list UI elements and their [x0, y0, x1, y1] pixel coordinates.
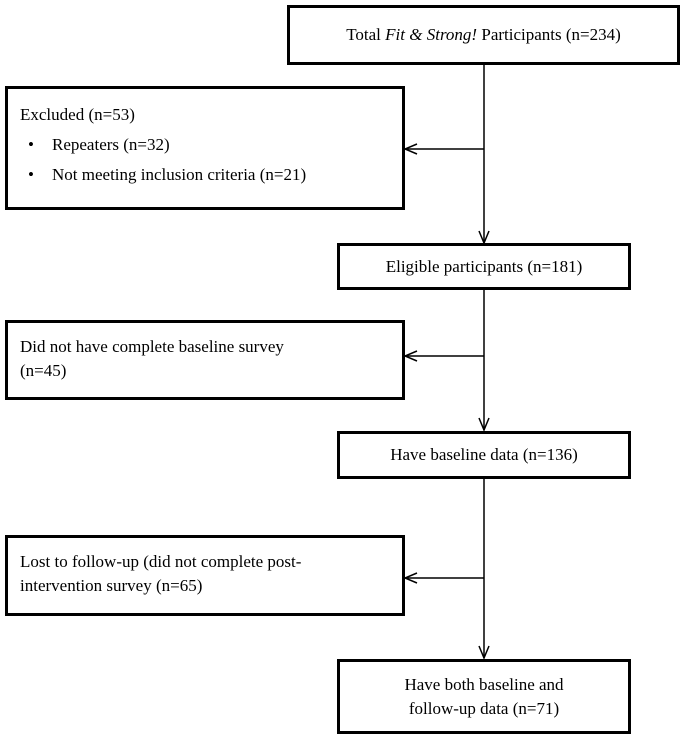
total-participants-box: Total Fit & Strong! Participants (n=234) [287, 5, 680, 65]
program-name: Fit & Strong! [385, 25, 478, 44]
baseline-label: Have baseline data (n=136) [390, 445, 578, 464]
total-prefix: Total [346, 25, 381, 44]
excluded-box: Excluded (n=53) • Repeaters (n=32) • Not m… [5, 86, 405, 210]
no-baseline-box: Did not have complete baseline survey (n… [5, 320, 405, 400]
lost-line1: Lost to follow-up (did not complete post… [20, 552, 302, 571]
excluded-bullet-label: Not meeting inclusion criteria (n=21) [52, 165, 307, 184]
baseline-data-box: Have baseline data (n=136) [337, 431, 631, 479]
lost-line2: intervention survey (n=65) [20, 576, 203, 595]
bullet-icon: • [28, 135, 34, 154]
excluded-bullet-inclusion: • Not meeting inclusion criteria (n=21) [20, 163, 390, 187]
eligible-label: Eligible participants (n=181) [385, 256, 583, 276]
excluded-bullet-repeaters: • Repeaters (n=32) [20, 133, 390, 157]
no-baseline-line2: (n=45) [20, 361, 67, 380]
final-data-box: Have both baseline and follow-up data (n… [337, 659, 631, 734]
final-line2: follow-up data (n=71) [408, 698, 560, 718]
excluded-title: Excluded (n=53) [20, 105, 135, 124]
excluded-bullet-label: Repeaters (n=32) [52, 135, 170, 154]
no-baseline-line1: Did not have complete baseline survey [20, 337, 284, 356]
bullet-icon: • [28, 165, 34, 184]
lost-to-follow-up-box: Lost to follow-up (did not complete post… [5, 535, 405, 616]
total-suffix: Participants (n=234) [481, 25, 621, 44]
final-line1: Have both baseline and [404, 674, 564, 694]
eligible-participants-box: Eligible participants (n=181) [337, 243, 631, 290]
